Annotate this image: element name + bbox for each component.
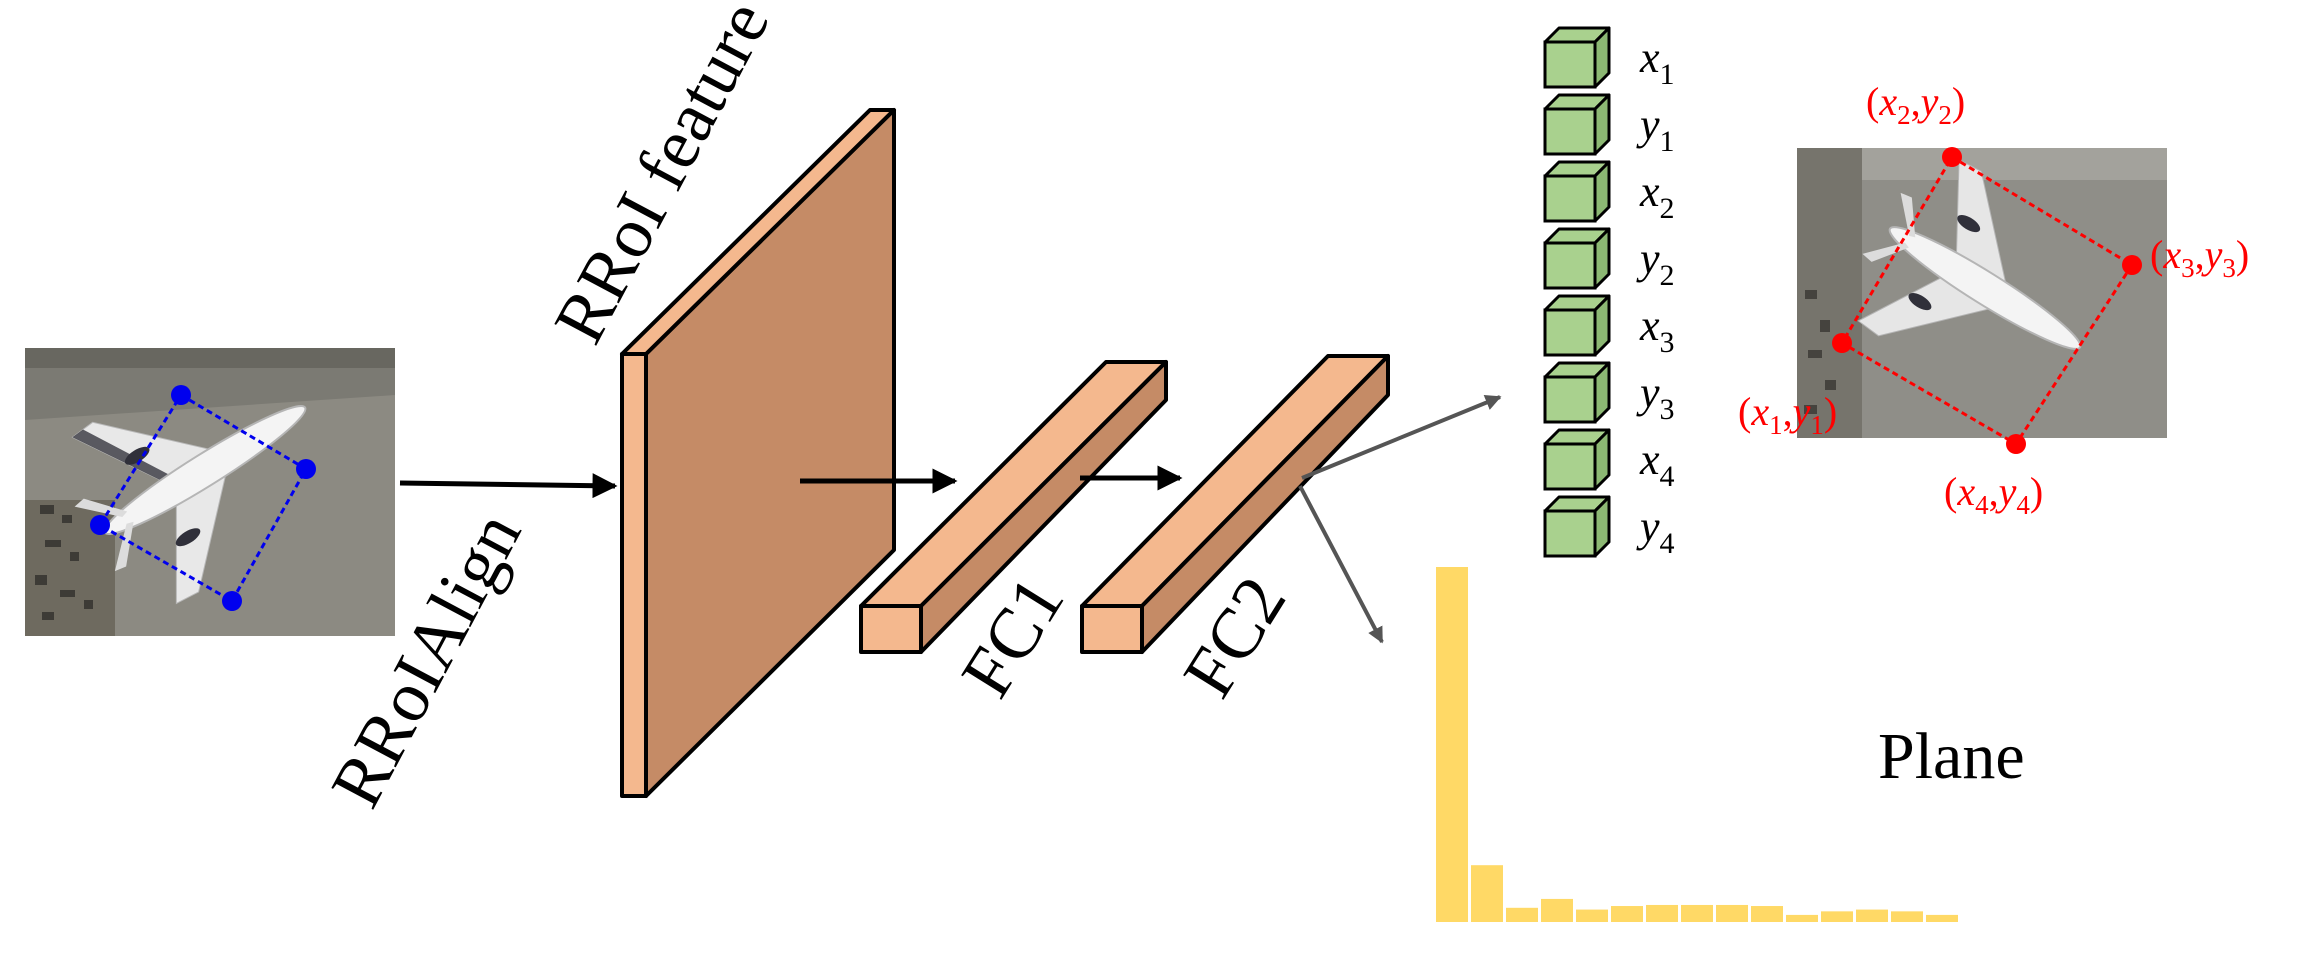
corner-label-2: (x2,y2) bbox=[1866, 79, 1965, 130]
regression-output-vector: x1 y1 x2 y2 x3 y3 x4 y4 bbox=[1543, 26, 1675, 560]
class-label: Plane bbox=[1878, 720, 2025, 793]
input-to-feature-arrow bbox=[399, 473, 618, 499]
fc2-layer bbox=[1080, 354, 1390, 654]
corner-label-3: (x3,y3) bbox=[2150, 232, 2249, 283]
vector-cell bbox=[1543, 294, 1611, 357]
vector-cell-label: y1 bbox=[1636, 100, 1675, 158]
fc2-to-classification-arrow bbox=[1298, 485, 1384, 644]
histogram-bar bbox=[1891, 911, 1923, 922]
vector-cell bbox=[1543, 428, 1611, 491]
histogram-bar bbox=[1646, 904, 1678, 922]
input-image bbox=[25, 348, 395, 636]
vector-cell bbox=[1543, 93, 1611, 156]
histogram-bar bbox=[1751, 906, 1783, 922]
fc2-to-regression-arrow bbox=[1301, 395, 1502, 480]
vector-cell-label: y2 bbox=[1636, 234, 1675, 292]
histogram-bar bbox=[1926, 914, 1958, 922]
histogram-bar bbox=[1611, 906, 1643, 922]
vector-cell-label: x1 bbox=[1639, 33, 1675, 91]
output-image bbox=[1797, 147, 2167, 454]
histogram-bar bbox=[1436, 567, 1468, 922]
histogram-bar bbox=[1471, 865, 1503, 922]
corner-label-4: (x4,y4) bbox=[1944, 469, 2043, 520]
vector-cell bbox=[1543, 361, 1611, 424]
vector-cell bbox=[1543, 26, 1611, 89]
vector-cell-label: y3 bbox=[1636, 368, 1675, 426]
vector-cell-label: y4 bbox=[1636, 502, 1675, 560]
histogram-bar bbox=[1506, 907, 1538, 922]
histogram-bar bbox=[1541, 898, 1573, 922]
histogram-bar bbox=[1681, 904, 1713, 922]
histogram-bar bbox=[1576, 909, 1608, 922]
vector-cell bbox=[1543, 227, 1611, 290]
fc1-layer bbox=[859, 360, 1168, 654]
vector-cell-label: x3 bbox=[1639, 301, 1675, 359]
vector-cell-label: x2 bbox=[1639, 167, 1675, 225]
vector-cell bbox=[1543, 160, 1611, 223]
corner-label-1: (x1,y1) bbox=[1738, 389, 1837, 440]
histogram-bar bbox=[1786, 914, 1818, 922]
vector-cell bbox=[1543, 495, 1611, 558]
histogram-bar bbox=[1716, 904, 1748, 922]
histogram-bar bbox=[1821, 911, 1853, 922]
rroi-feature-map bbox=[620, 108, 896, 798]
histogram-bar bbox=[1856, 909, 1888, 922]
class-score-histogram bbox=[1436, 567, 1958, 922]
vector-cell-label: x4 bbox=[1639, 435, 1675, 493]
